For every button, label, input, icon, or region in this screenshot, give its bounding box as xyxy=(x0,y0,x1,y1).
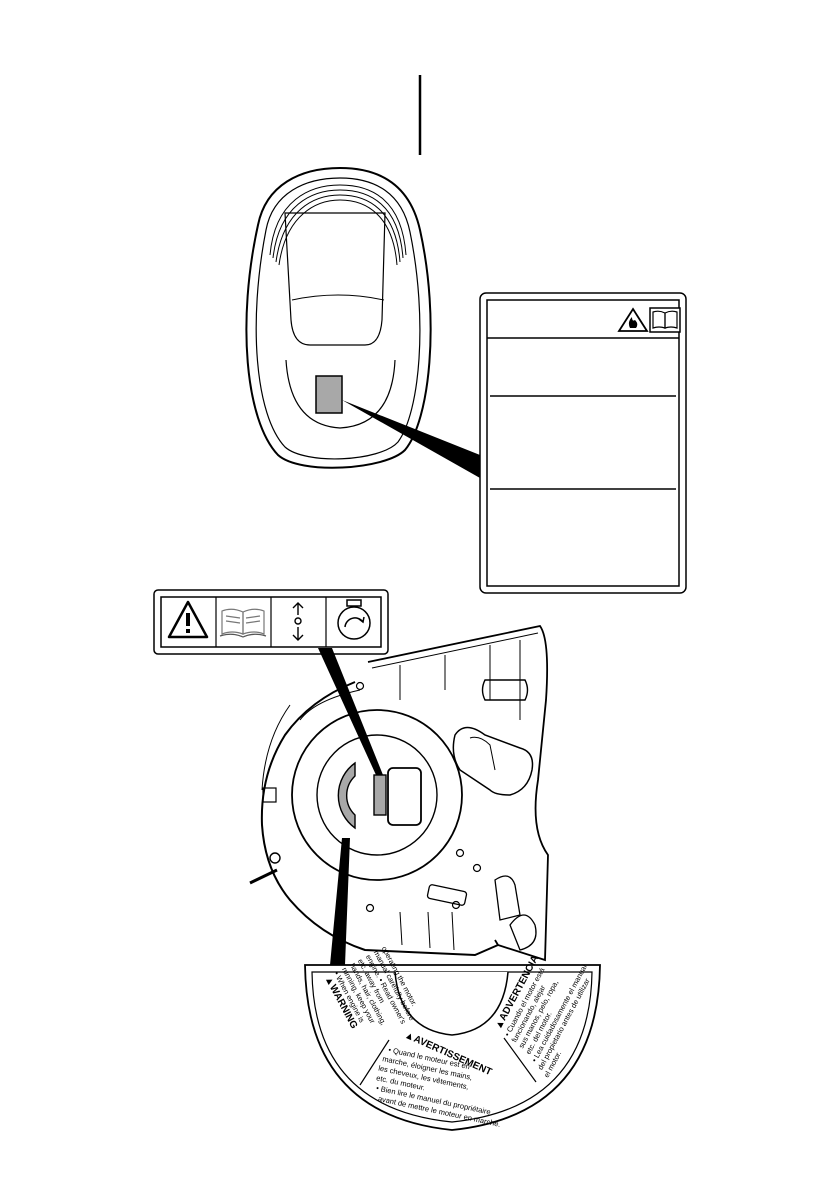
semicircle-warning-label xyxy=(304,964,601,1131)
starter-label-location xyxy=(373,774,387,816)
manual-book-icon xyxy=(219,608,267,638)
starter-icon-label xyxy=(153,589,389,655)
engine-cowling-top-view xyxy=(245,166,432,469)
semicircle-label-leader xyxy=(330,838,350,965)
warning-triangle-icon xyxy=(167,600,209,639)
rope-pull-icon xyxy=(292,602,304,641)
cowling-label-location xyxy=(315,375,343,414)
semicircle-label-location xyxy=(337,761,356,830)
cowling-label-leader xyxy=(342,400,480,478)
fire-warning-icon xyxy=(617,307,649,332)
starter-label-leader xyxy=(318,648,383,775)
starter-rotation-icon xyxy=(337,599,371,640)
engine-side-view xyxy=(249,624,549,962)
manual-book-icon xyxy=(649,307,681,333)
cowling-warning-label xyxy=(479,292,687,594)
